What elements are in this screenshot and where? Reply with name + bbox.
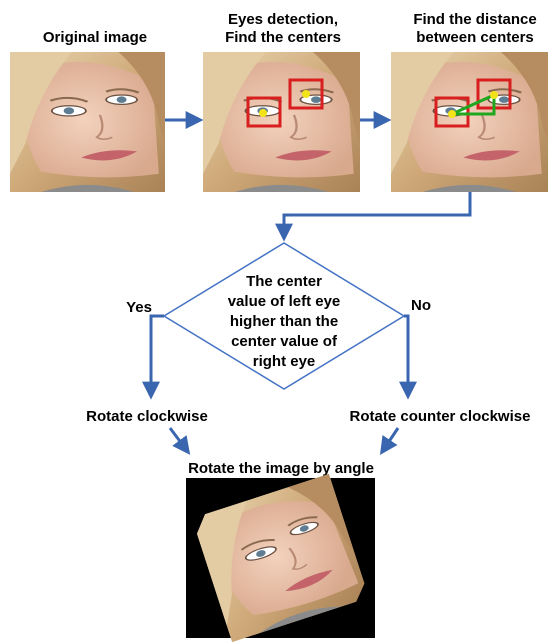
label-rotate-clockwise: Rotate clockwise (86, 408, 208, 425)
label-find-centers: Find the centers (225, 29, 341, 46)
original-image (10, 52, 165, 192)
arrow-counter-to-final (380, 427, 400, 455)
label-rotate-counter-clockwise: Rotate counter clockwise (350, 408, 531, 425)
arrow-clockwise-to-final (168, 427, 191, 455)
eyes-detection-image (203, 52, 360, 192)
label-eyes-detection: Eyes detection, (228, 11, 338, 28)
label-no: No (411, 297, 431, 314)
distance-triangle (451, 92, 496, 116)
right-eye-box (288, 78, 324, 110)
decision-line-3: higher than the (230, 313, 338, 330)
decision-diamond (162, 242, 406, 390)
left-eye-box (246, 96, 282, 128)
decision-line-4: center value of (231, 333, 338, 350)
decision-line-5: right eye (253, 353, 316, 370)
decision-line-1: The center (246, 273, 322, 290)
distance-image (391, 52, 548, 192)
decision-line-2: value of left eye (228, 293, 341, 310)
label-yes: Yes (126, 299, 152, 316)
left-eye-box-2 (434, 96, 470, 128)
right-eye-center (302, 90, 310, 98)
arrow-no-branch (399, 314, 417, 400)
label-rotate-by-angle: Rotate the image by angle (188, 460, 374, 477)
label-between-centers: between centers (416, 29, 534, 46)
left-eye-center-2 (448, 110, 456, 118)
right-eye-center-2 (490, 91, 498, 99)
rotated-image (186, 473, 375, 643)
left-eye-center (259, 109, 267, 117)
arrow-distance-to-decision (275, 192, 472, 242)
label-find-distance: Find the distance (413, 11, 536, 28)
arrow-yes-branch (142, 314, 164, 400)
label-original-image: Original image (43, 29, 147, 46)
